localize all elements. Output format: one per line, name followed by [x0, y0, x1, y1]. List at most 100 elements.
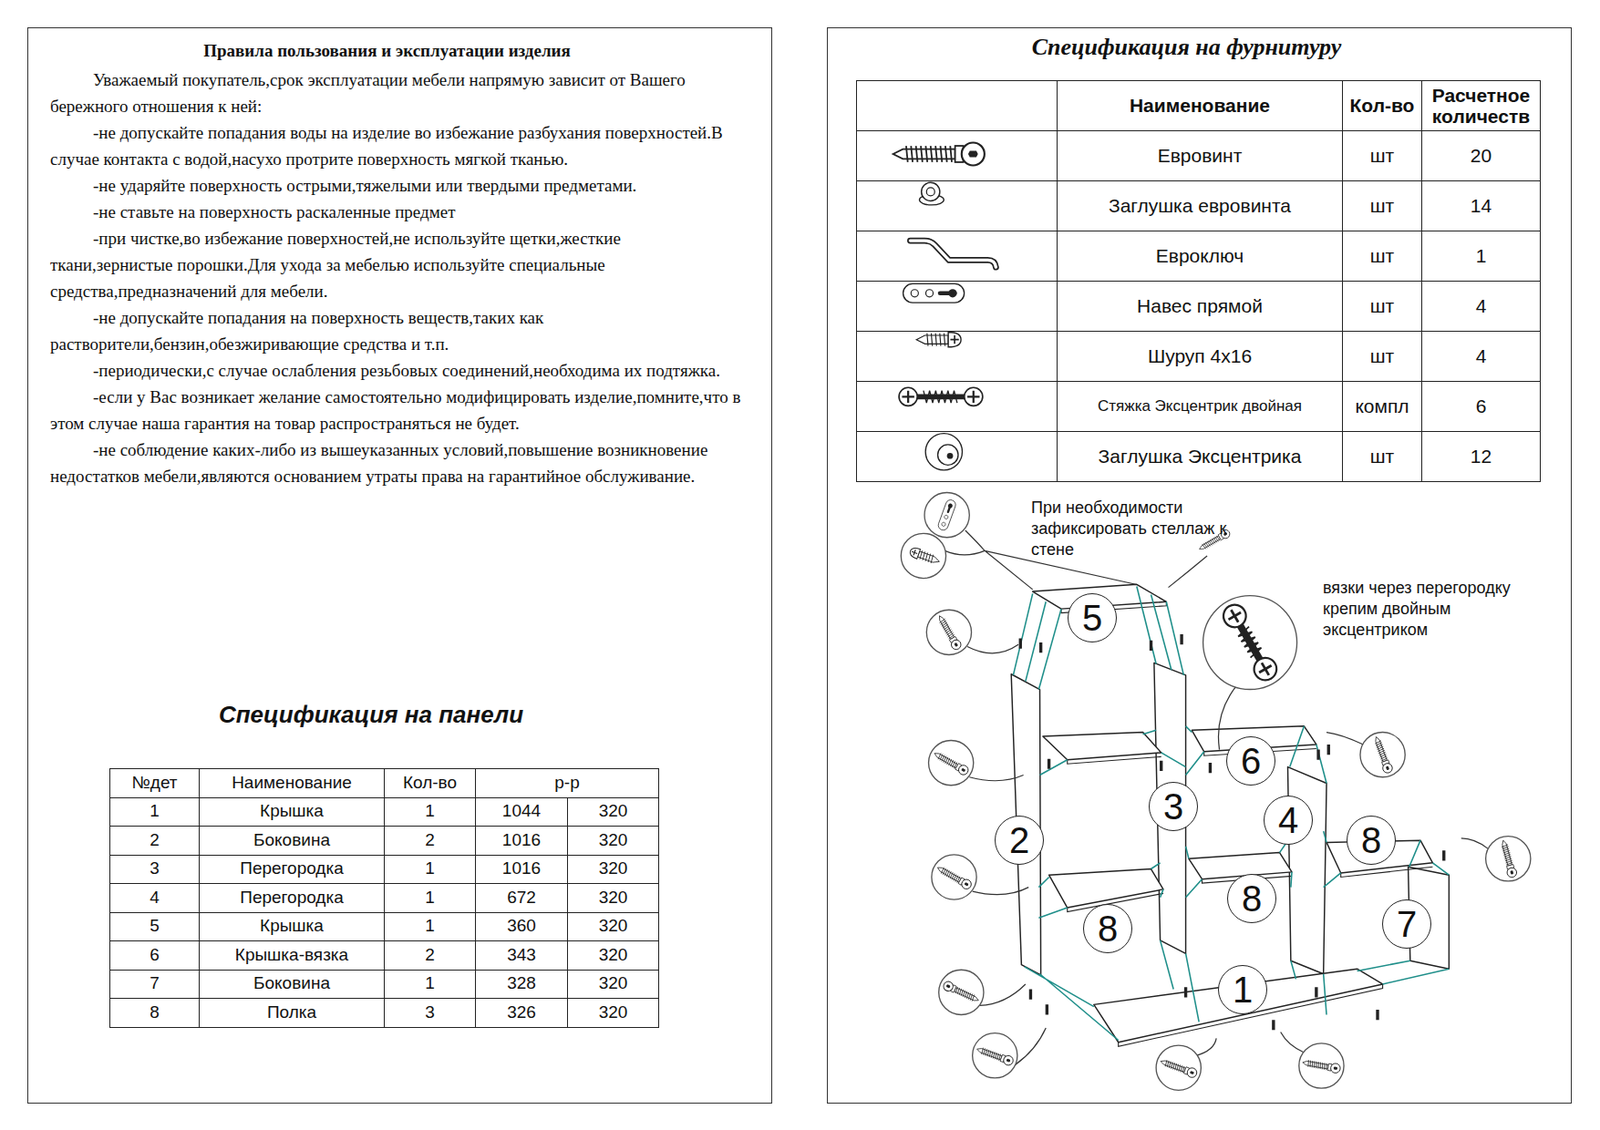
page-frame: Спецификация на фурнитуруПри необходимос…: [826, 27, 1572, 1105]
table-cell: Евровинт: [1057, 131, 1343, 182]
callout-number: 5: [1068, 594, 1116, 642]
rule-paragraph: -если у Вас возникает желание самостояте…: [50, 383, 747, 437]
table-cell: 1: [384, 884, 476, 914]
part-callout: 8: [1083, 904, 1133, 954]
part-callout: 6: [1226, 736, 1276, 786]
part-callout: 1: [1218, 965, 1268, 1015]
table-cell: Шуруп 4х16: [1057, 331, 1343, 382]
table-row: 8Полка3326320: [110, 999, 660, 1029]
icon-cell: [856, 81, 1058, 132]
icon-cell: [856, 181, 1058, 232]
header-cell: Наименование: [1057, 81, 1343, 132]
table-cell: 14: [1422, 181, 1541, 232]
table-row: 7Боковина1328320: [110, 970, 660, 1000]
table-cell: 320: [567, 970, 660, 1000]
table-cell: 1: [384, 912, 476, 942]
rule-paragraph: -не соблюдение каких-либо из вышеуказанн…: [50, 436, 747, 490]
part-callout: 4: [1263, 795, 1313, 846]
callout-number: 8: [1228, 875, 1276, 923]
table-cell: 320: [567, 999, 660, 1029]
table-row: 3Перегородка11016320: [110, 855, 660, 885]
header-cell: Кол-во: [1342, 81, 1423, 132]
callout-number: 6: [1227, 737, 1275, 785]
assembly-note: вязки через перегородку крепим двойным э…: [1322, 578, 1551, 641]
part-callout: 8: [1227, 874, 1277, 924]
table-cell: 320: [567, 884, 660, 914]
table-cell: 1: [1422, 231, 1541, 282]
section-title: Спецификация на панели: [28, 701, 714, 730]
table-cell: Навес прямой: [1057, 281, 1343, 332]
table-cell: шт: [1342, 181, 1423, 232]
callout-number: 3: [1149, 783, 1198, 831]
table-row: 1Крышка11044320: [110, 797, 660, 827]
table-cell: 1: [384, 855, 476, 885]
table-cell: 1044: [475, 797, 568, 827]
table-cell: 6: [110, 941, 200, 971]
table-cell: 12: [1422, 432, 1541, 483]
rule-paragraph: Уважаемый покупатель,срок эксплуатации м…: [50, 66, 747, 120]
table-cell: 320: [567, 912, 660, 942]
table-cell: 4: [1422, 281, 1541, 332]
table-cell: 2: [110, 826, 200, 857]
rule-paragraph: -периодически,с случае ослабления резьбо…: [50, 357, 747, 384]
rule-paragraph: -при чистке,во избежание поверхностей,не…: [50, 225, 747, 305]
header-cell: Кол-во: [384, 769, 476, 799]
table-cell: 360: [475, 912, 568, 942]
table-cell: 1: [384, 797, 476, 827]
panel-spec-table: №детНаименованиеКол-вор-р1Крышка11044320…: [109, 768, 660, 1029]
table-cell: шт: [1342, 432, 1423, 483]
table-cell: шт: [1342, 231, 1423, 282]
section-title: Спецификация на фурнитуру: [827, 33, 1546, 62]
table-body: №детНаименованиеКол-вор-р1Крышка11044320…: [110, 769, 660, 1029]
assembly-note: При необходимости зафиксировать стеллаж …: [1031, 497, 1228, 561]
table-row: Заглушка Эксцентрикашт12: [856, 432, 1541, 483]
table-row: 4Перегородка1672320: [110, 884, 660, 914]
callout-number: 4: [1264, 796, 1312, 845]
header-cell: Расчетное количеств: [1422, 81, 1541, 132]
rule-paragraph: -не допускайте попадания на поверхность …: [50, 304, 747, 358]
table-cell: Заглушка евровинта: [1057, 181, 1343, 232]
header-cell: Наименование: [199, 769, 385, 799]
table-row: Заглушка евровинташт14: [856, 181, 1541, 232]
table-cell: 2: [384, 826, 476, 857]
header-cell: р-р: [475, 769, 660, 799]
table-cell: 3: [384, 999, 476, 1029]
icon-cell: [856, 281, 1058, 332]
table-cell: 2: [384, 941, 476, 971]
table-row: Стяжка Эксцентрик двойнаякомпл6: [856, 381, 1541, 433]
callout-number: 1: [1218, 966, 1267, 1014]
table-cell: 320: [567, 941, 660, 971]
table-cell: Боковина: [199, 826, 385, 857]
table-row: 6Крышка-вязка2343320: [110, 941, 660, 971]
table-cell: 672: [475, 884, 568, 914]
table-cell: 328: [475, 970, 568, 1000]
page-frame: Правила пользования и эксплуатации издел…: [27, 27, 773, 1105]
table-cell: Евроключ: [1057, 231, 1343, 282]
rule-paragraph: -не ударяйте поверхность острыми,тяжелым…: [50, 172, 747, 199]
table-row: НаименованиеКол-воРасчетное количеств: [856, 81, 1541, 132]
table-body: НаименованиеКол-воРасчетное количествЕвр…: [856, 81, 1541, 483]
table-cell: 4: [1422, 331, 1541, 382]
icon-cell: [856, 231, 1058, 282]
part-callout: 5: [1067, 593, 1117, 643]
table-cell: 8: [110, 999, 200, 1029]
callout-number: 7: [1383, 900, 1431, 949]
table-cell: 4: [110, 884, 200, 914]
rules-body: Уважаемый покупатель,срок эксплуатации м…: [50, 66, 747, 490]
icon-cell: [856, 131, 1058, 182]
part-callout: 8: [1346, 815, 1396, 866]
hardware-spec-table: НаименованиеКол-воРасчетное количествЕвр…: [856, 80, 1541, 483]
table-cell: Заглушка Эксцентрика: [1057, 432, 1343, 483]
table-row: Евровинтшт20: [856, 131, 1541, 182]
part-callout: 3: [1148, 782, 1198, 832]
table-cell: 320: [567, 855, 660, 885]
section-title: Правила пользования и эксплуатации издел…: [28, 41, 746, 62]
part-callout: 7: [1382, 899, 1432, 950]
callout-number: 8: [1083, 905, 1132, 953]
table-cell: шт: [1342, 281, 1423, 332]
table-cell: шт: [1342, 331, 1423, 382]
icon-cell: [856, 432, 1058, 483]
table-cell: 20: [1422, 131, 1541, 182]
header-cell: №дет: [110, 769, 200, 799]
table-cell: шт: [1342, 131, 1423, 182]
